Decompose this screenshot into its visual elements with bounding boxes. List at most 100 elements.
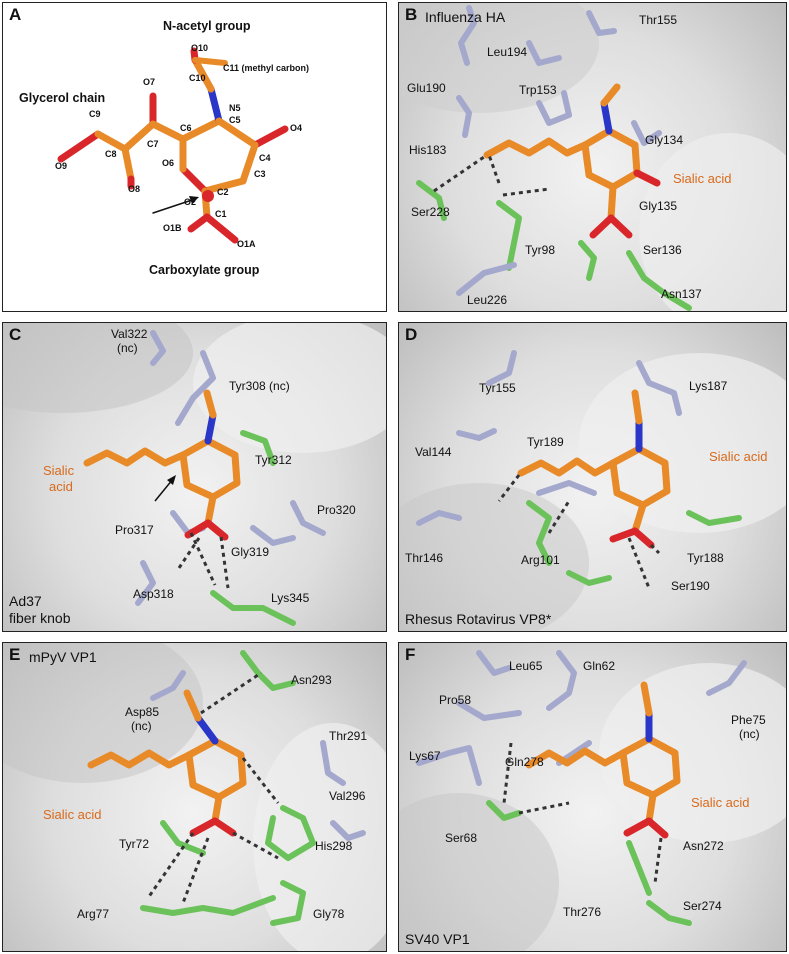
residue-label: Gly78 xyxy=(313,907,345,921)
residue-label: Pro320 xyxy=(317,503,356,517)
residue-label: Asp318 xyxy=(133,587,174,601)
panel-letter: E xyxy=(9,645,21,664)
residue-label: Ser68 xyxy=(445,831,478,845)
panel-title: mPyV VP1 xyxy=(29,649,97,665)
panel-c: C Ad37 fiber knob Val322 (nc) Tyr308 (nc… xyxy=(2,322,387,632)
residue-label: Asn137 xyxy=(661,287,702,301)
panel-letter: C xyxy=(9,325,22,344)
residue-label: Asp85 xyxy=(125,705,160,719)
atom-label: C10 xyxy=(189,73,206,83)
atom-label: C1 xyxy=(215,209,227,219)
panel-title: Ad37 fiber knob xyxy=(9,593,70,627)
sialic-acid-ball-and-stick xyxy=(57,47,289,244)
panel-e: E mPyV VP1 Asn293 Asp85 (nc) Thr291 Val2… xyxy=(2,642,387,952)
residue-label: Pro58 xyxy=(439,693,472,707)
panel-d: D Rhesus Rotavirus VP8* Tyr155 Lys187 Va… xyxy=(398,322,787,632)
panel-b: B Influenza HA Thr155 Leu194 Glu190 Trp1… xyxy=(398,2,787,312)
residue-label: His298 xyxy=(315,839,353,853)
atom-label: C6 xyxy=(180,123,192,133)
sialic-acid-label: Sialic acid xyxy=(43,807,102,822)
residue-label: Lys345 xyxy=(271,591,310,605)
residue-label: Trp153 xyxy=(519,83,557,97)
residue-label: (nc) xyxy=(131,719,152,733)
sialic-acid-label: Sialic acid xyxy=(709,449,768,464)
residue-label: Ser136 xyxy=(643,243,682,257)
atom-label: C9 xyxy=(89,109,101,119)
panel-letter: D xyxy=(405,325,418,344)
atom-label: O7 xyxy=(143,77,156,87)
residue-label: Tyr188 xyxy=(687,551,724,565)
residue-label: His183 xyxy=(409,143,447,157)
atom-label: O8 xyxy=(128,184,141,194)
sialic-acid-label: Sialic xyxy=(43,463,75,478)
residue-label: Val296 xyxy=(329,789,366,803)
residue-label: Asn272 xyxy=(683,839,724,853)
panel-c-structure xyxy=(3,323,386,626)
atom-label: C7 xyxy=(147,139,159,149)
residue-label: Val144 xyxy=(415,445,452,459)
residue-label: Gly135 xyxy=(639,199,678,213)
panel-title: Influenza HA xyxy=(425,9,506,25)
residue-label: Thr291 xyxy=(329,729,368,743)
residue-label: Ser228 xyxy=(411,205,450,219)
residue-label: Lys187 xyxy=(689,379,728,393)
panel-title: SV40 VP1 xyxy=(405,931,470,947)
panel-letter: F xyxy=(405,645,416,664)
carboxylate-group-label: Carboxylate group xyxy=(149,263,260,277)
residue-label: Arg77 xyxy=(77,907,110,921)
n-acetyl-group-label: N-acetyl group xyxy=(163,19,251,33)
panel-e-structure xyxy=(3,643,386,951)
residue-label: Tyr72 xyxy=(119,837,150,851)
panel-a: A N-acetyl group Glycerol chain Carboxyl… xyxy=(2,2,387,312)
panel-letter: A xyxy=(9,5,22,24)
residue-label: Tyr155 xyxy=(479,381,516,395)
atom-label: C11 (methyl carbon) xyxy=(223,63,310,73)
residue-label: Arg101 xyxy=(521,553,560,567)
residue-label: Leu65 xyxy=(509,659,543,673)
panel-letter: B xyxy=(405,5,418,24)
residue-label: (nc) xyxy=(117,341,138,355)
residue-label: Gly319 xyxy=(231,545,270,559)
atom-label: C5 xyxy=(229,115,241,125)
atom-label: C3 xyxy=(254,169,266,179)
residue-label: Pro317 xyxy=(115,523,154,537)
residue-label: Phe75 xyxy=(731,713,766,727)
residue-label: (nc) xyxy=(739,727,760,741)
residue-label: Asn293 xyxy=(291,673,332,687)
sialic-acid-label: Sialic acid xyxy=(691,795,750,810)
panel-title-line2: fiber knob xyxy=(9,610,71,626)
atom-label: C4 xyxy=(259,153,271,163)
atom-label: O2 xyxy=(184,197,197,207)
atom-label: O4 xyxy=(290,123,303,133)
panel-d-structure xyxy=(399,350,786,631)
residue-label: Lys67 xyxy=(409,749,441,763)
atom-label: O6 xyxy=(162,158,175,168)
residue-label: Gln62 xyxy=(583,659,616,673)
residue-label: Ser190 xyxy=(671,579,710,593)
sialic-acid-label: Sialic acid xyxy=(673,171,732,186)
residue-label: Thr146 xyxy=(405,551,444,565)
residue-label: Ser274 xyxy=(683,899,722,913)
residue-label: Tyr308 (nc) xyxy=(229,379,290,393)
sialic-acid-label: acid xyxy=(49,479,73,494)
atom-label: C2 xyxy=(217,187,229,197)
residue-label: Tyr189 xyxy=(527,435,564,449)
atom-label: N5 xyxy=(229,103,241,113)
panel-f-structure xyxy=(399,650,786,951)
residue-label: Leu226 xyxy=(467,293,508,307)
panel-title: Rhesus Rotavirus VP8* xyxy=(405,611,552,627)
residue-label: Gly134 xyxy=(645,133,684,147)
residue-label: Tyr312 xyxy=(255,453,292,467)
residue-label: Tyr98 xyxy=(525,243,556,257)
atom-label: O10 xyxy=(191,43,209,53)
panel-b-structure xyxy=(399,3,786,311)
residue-label: Glu190 xyxy=(407,81,446,95)
residue-label: Thr155 xyxy=(639,13,678,27)
residue-label: Gln278 xyxy=(505,755,544,769)
atom-label: O1A xyxy=(237,239,256,249)
residue-label: Val322 xyxy=(111,327,148,341)
residue-label: Leu194 xyxy=(487,45,528,59)
residue-label: Thr276 xyxy=(563,905,602,919)
atom-label: O9 xyxy=(55,161,68,171)
panel-f: F SV40 VP1 Leu65 Gln62 Pro58 Phe75 (nc) … xyxy=(398,642,787,952)
